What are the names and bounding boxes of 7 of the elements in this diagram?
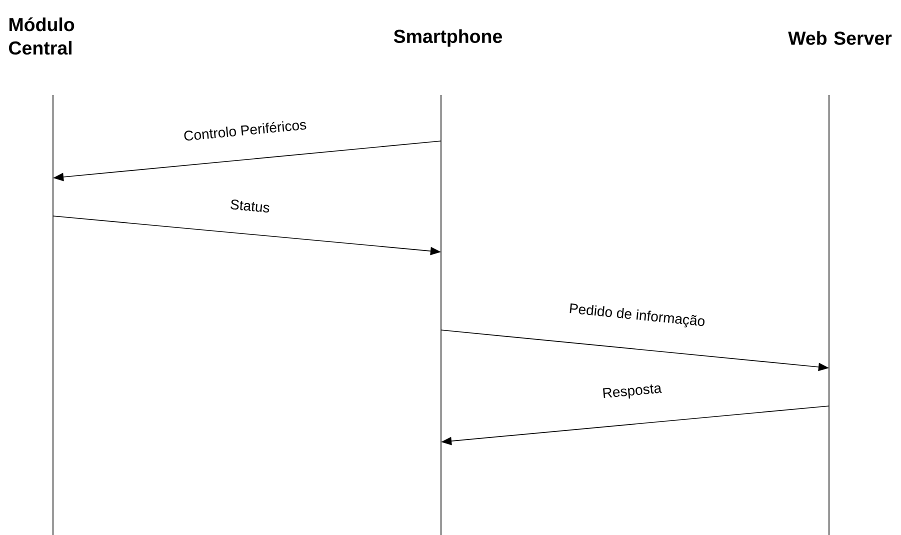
message-label: Resposta bbox=[603, 384, 662, 399]
message-label: Controlo Periféricos bbox=[184, 121, 306, 141]
message-label: Pedido de informação bbox=[570, 303, 704, 328]
participant-heading: Módulo Central bbox=[9, 17, 74, 55]
participant-heading: Web Server bbox=[788, 31, 892, 45]
message-label: Status bbox=[230, 200, 270, 212]
participant-heading: Smartphone bbox=[394, 29, 502, 47]
